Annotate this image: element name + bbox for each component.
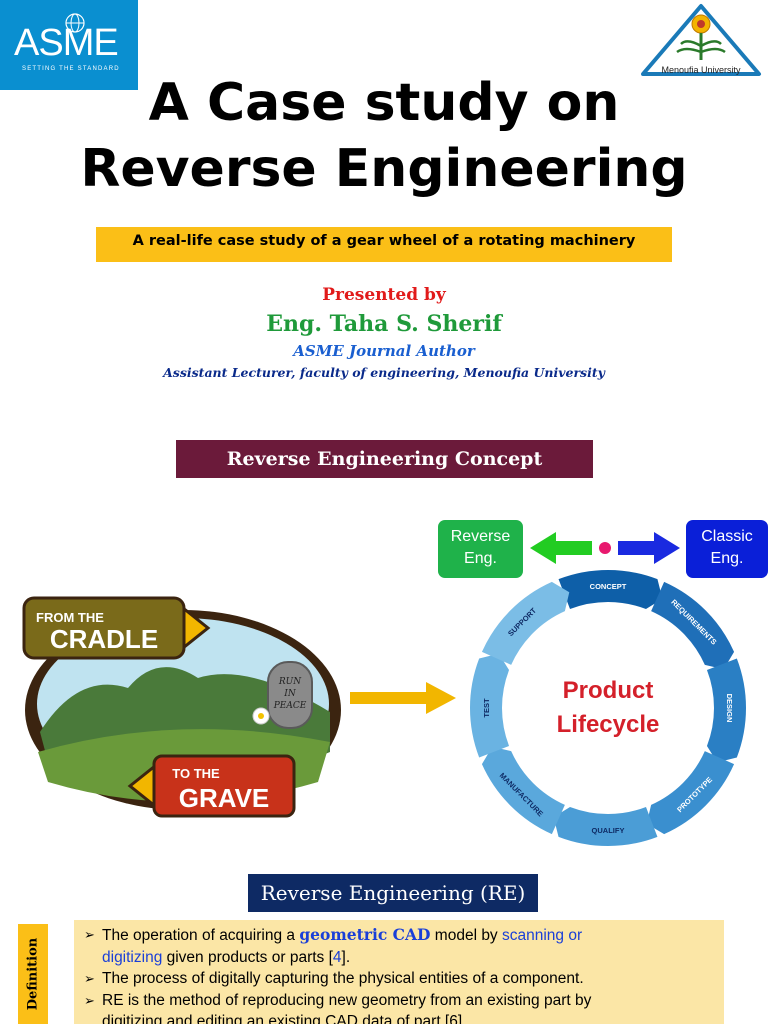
classic-eng-line-2: Eng.: [710, 550, 744, 567]
b1-post: given products or parts [: [162, 948, 333, 966]
lifecycle-segment-prototype: [646, 751, 735, 835]
to-grave-sign: TO THE GRAVE: [127, 754, 296, 818]
cradle-to-grave-illustration: RUN IN PEACE FROM THE CRADLE TO THE GRAV…: [22, 596, 341, 818]
lifecycle-stage-label: CONCEPT: [590, 582, 627, 591]
presenter-name: Eng. Taha S. Sherif: [266, 311, 502, 337]
title-line-2: Reverse Engineering: [80, 139, 688, 199]
from-cradle-sign: FROM THE CRADLE: [22, 596, 211, 660]
title-line-1: A Case study on: [148, 73, 620, 133]
tomb-line-3: PEACE: [273, 701, 307, 711]
concept-banner: Reverse Engineering Concept: [176, 440, 593, 478]
b1-end: ].: [341, 948, 351, 966]
classic-eng-chip: Classic Eng.: [686, 520, 768, 578]
lifecycle-segment-requirements: [651, 581, 735, 670]
presenter-affiliation: Assistant Lecturer, faculty of engineeri…: [163, 365, 605, 380]
re-banner: Reverse Engineering (RE): [248, 874, 538, 912]
b3-text: RE is the method of reproducing new geom…: [102, 991, 592, 1009]
daisy-icon: [252, 707, 270, 725]
definition-list: The operation of acquiring a geometric C…: [74, 920, 724, 1024]
b1-ref[interactable]: 4: [332, 948, 342, 966]
to-the-label: TO THE: [172, 766, 220, 781]
tomb-line-1: RUN: [278, 677, 302, 687]
university-caption: Menoufia University: [661, 65, 741, 75]
reverse-eng-line-1: Reverse: [450, 528, 511, 545]
lifecycle-segment-concept: [558, 570, 663, 610]
left-arrow-icon: [530, 532, 592, 564]
definition-bullet-3: RE is the method of reproducing new geom…: [84, 990, 718, 1024]
b1-mid: model by: [430, 927, 502, 944]
definition-box: The operation of acquiring a geometric C…: [74, 920, 724, 1024]
presenter-role: ASME Journal Author: [293, 342, 475, 360]
cradle-label: CRADLE: [50, 624, 158, 654]
asme-wordmark: ASME: [14, 22, 119, 64]
asme-tagline: SETTING THE STANDARD: [22, 66, 120, 72]
asme-logo: ASME SETTING THE STANDARD: [0, 0, 138, 90]
definition-bullet-2: The process of digitally capturing the p…: [84, 968, 718, 990]
lifecycle-stage-label: DESIGN: [725, 694, 734, 723]
reverse-eng-line-2: Eng.: [464, 550, 497, 567]
page-title: A Case study on Reverse Engineering: [0, 70, 768, 202]
right-blue-arrow-icon: [618, 532, 680, 564]
product-lifecycle-diagram: CONCEPTREQUIREMENTSDESIGNPROTOTYPEQUALIF…: [470, 570, 746, 846]
lifecycle-segment-design: [706, 658, 746, 763]
lifecycle-segment-support: [481, 581, 570, 665]
lifecycle-center-line-1: Product: [563, 677, 654, 704]
definition-bullet-1: The operation of acquiring a geometric C…: [84, 924, 718, 968]
definition-label: Definition: [25, 937, 41, 1011]
presented-by: Presented by: [322, 285, 446, 305]
lifecycle-center-line-2: Lifecycle: [557, 711, 660, 738]
right-arrow-icon: [350, 682, 456, 714]
classic-eng-line-1: Classic: [701, 528, 753, 545]
lifecycle-segment-test: [470, 653, 510, 758]
tomb-line-2: IN: [283, 689, 297, 699]
university-emblem-icon: [641, 4, 761, 76]
b1-pre: The operation of acquiring a: [102, 927, 300, 944]
b1-digitizing: digitizing: [102, 948, 163, 966]
globe-icon: [65, 13, 85, 33]
lifecycle-stage-label: QUALIFY: [592, 826, 625, 835]
b3-continued: digitizing and editing an existing CAD d…: [102, 1013, 467, 1024]
lifecycle-segment-qualify: [553, 806, 658, 846]
lifecycle-segment-manufacture: [481, 746, 565, 835]
direction-arrows: [530, 532, 680, 564]
reverse-eng-chip: Reverse Eng.: [438, 520, 523, 578]
lifecycle-stage-label: TEST: [482, 698, 491, 718]
tombstone-icon: [267, 661, 313, 729]
subtitle-banner: A real-life case study of a gear wheel o…: [96, 227, 672, 262]
b1-geometric-cad: geometric CAD: [299, 925, 431, 944]
grave-label: GRAVE: [179, 783, 270, 813]
from-the-label: FROM THE: [36, 610, 104, 625]
b1-scanning: scanning or: [502, 927, 583, 944]
university-logo: Menoufia University: [637, 2, 765, 82]
definition-side-label: Definition: [18, 924, 48, 1024]
origin-dot-icon: [599, 542, 611, 554]
